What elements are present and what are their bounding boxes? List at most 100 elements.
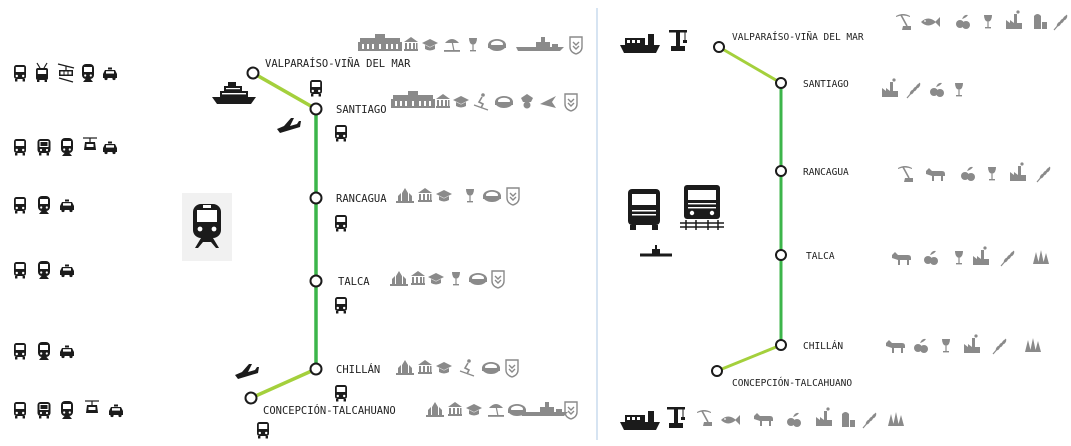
station-node-rancagua[interactable] — [775, 165, 787, 177]
station-node-valparaiso[interactable] — [713, 41, 725, 53]
station-node-chillan[interactable] — [775, 339, 787, 351]
air-force-icon — [540, 96, 556, 108]
army-badge-icon — [505, 359, 519, 378]
station-node-chillan[interactable] — [309, 362, 323, 376]
cargo-ship-icon — [620, 34, 660, 53]
beach-icon — [487, 403, 505, 418]
branch-line-valparaiso-right — [718, 45, 782, 85]
station-label-rancagua: RANCAGUA — [336, 193, 387, 205]
port-crane-icon — [666, 406, 686, 429]
fish-icon — [721, 415, 740, 425]
university-icon — [436, 190, 452, 202]
station-node-santiago[interactable] — [309, 102, 323, 116]
station-node-concepcion[interactable] — [244, 391, 258, 405]
station-node-rancagua[interactable] — [309, 191, 323, 205]
museum-icon — [411, 271, 425, 285]
army-badge-icon — [506, 187, 520, 206]
metro-icon — [38, 261, 50, 279]
station-node-concepcion[interactable] — [711, 365, 723, 377]
station-label-concepcion: CONCEPCIÓN-TALCAHUANO — [732, 377, 852, 389]
fish-icon — [921, 17, 940, 27]
station-label-concepcion: CONCEPCIÓN-TALCAHUANO — [263, 404, 396, 417]
bus-icon — [14, 197, 26, 214]
bottom-summary-icons — [620, 406, 904, 430]
industry-chillan — [886, 334, 1041, 355]
branch-line-valparaiso — [252, 71, 317, 111]
transport-row-5 — [14, 342, 74, 360]
wine-icon — [942, 339, 950, 353]
taxi-icon — [60, 345, 74, 359]
branch-line-concepcion-right — [716, 343, 782, 373]
wine-icon — [452, 272, 460, 286]
palace-icon — [391, 91, 435, 108]
metro-icon — [61, 138, 73, 156]
stadium-icon — [495, 96, 513, 108]
gondola-icon — [84, 400, 100, 414]
army-badge-icon — [564, 401, 578, 420]
transport-row-2 — [14, 137, 117, 156]
factory-icon — [1010, 162, 1026, 181]
beach-icon — [443, 38, 461, 53]
station-label-santiago: SANTIAGO — [336, 104, 387, 116]
wine-icon — [466, 189, 474, 203]
bus-icon — [14, 402, 26, 419]
museum-icon — [418, 188, 432, 202]
wheat-icon — [862, 412, 878, 429]
taxi-icon — [60, 199, 74, 213]
right-station-nodes — [711, 41, 787, 377]
metro-icon — [38, 342, 50, 360]
wine-icon — [955, 251, 963, 265]
bus-icon — [335, 385, 347, 402]
bus-icon — [14, 343, 26, 360]
cruise-ship-icon — [212, 82, 256, 104]
mining-icon — [895, 13, 912, 31]
cathedral-icon — [396, 188, 414, 203]
navy-ship-icon — [516, 37, 564, 51]
police-icon — [521, 94, 533, 109]
cattle-icon — [886, 340, 905, 353]
navy-ship-icon — [520, 402, 568, 416]
cargo-ship-icon — [620, 411, 660, 430]
attractions-chillan — [396, 358, 519, 378]
silo-icon — [842, 412, 855, 427]
left-station-nodes — [244, 66, 323, 405]
industry-valparaiso — [895, 10, 1069, 31]
university-icon — [428, 273, 444, 285]
pipeline-icon — [640, 245, 672, 257]
fruit-icon — [914, 338, 928, 353]
metro-icon — [82, 64, 94, 82]
freight-truck-icon — [628, 189, 660, 230]
attractions-concepcion — [426, 401, 578, 420]
palace-icon — [358, 34, 402, 51]
bus-icon — [335, 125, 347, 142]
factory-icon — [1006, 10, 1022, 29]
transport-row-1 — [14, 62, 117, 83]
mining-icon — [696, 409, 713, 427]
fruit-icon — [930, 82, 944, 97]
attractions-valparaiso — [358, 34, 583, 55]
fruit-icon — [961, 166, 975, 181]
port-crane-icon — [668, 29, 688, 52]
right-industry-icons — [882, 10, 1069, 355]
army-badge-icon — [564, 93, 578, 112]
army-badge-icon — [569, 36, 583, 55]
station-node-valparaiso[interactable] — [246, 66, 260, 80]
fruit-icon — [956, 14, 970, 29]
station-node-talca[interactable] — [309, 274, 323, 288]
gondola-icon — [82, 137, 98, 151]
cable-car-icon — [57, 63, 75, 83]
forest-icon — [888, 412, 904, 426]
station-node-santiago[interactable] — [775, 77, 787, 89]
museum-icon — [448, 402, 462, 416]
museum-icon — [404, 37, 418, 51]
taxi-icon — [103, 141, 117, 155]
bus-icon — [14, 65, 26, 82]
station-label-santiago: SANTIAGO — [803, 79, 849, 90]
station-node-talca[interactable] — [775, 249, 787, 261]
attractions-rancagua — [396, 187, 520, 206]
left-transport-legend — [14, 62, 123, 419]
cattle-icon — [754, 413, 773, 426]
wine-icon — [988, 167, 996, 181]
